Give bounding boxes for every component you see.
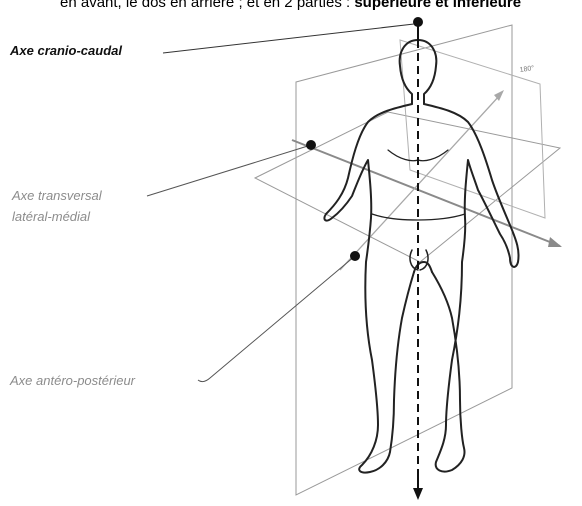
figure-left-side bbox=[324, 104, 414, 473]
cranio-caudal-dot bbox=[413, 17, 423, 27]
antero-posterior-dot bbox=[350, 251, 360, 261]
leader-antero-posterieur bbox=[198, 256, 355, 382]
leader-transversal bbox=[147, 145, 311, 196]
figure-right-side bbox=[424, 104, 519, 472]
leader-cranio-caudal bbox=[163, 24, 414, 53]
cranio-caudal-arrowhead bbox=[413, 488, 423, 500]
transverse-axis-arrowhead bbox=[548, 237, 562, 247]
label-transversal-line1: Axe transversal bbox=[12, 188, 102, 203]
label-transversal-line2: latéral-médial bbox=[12, 209, 90, 224]
small-angle-mark: 180° bbox=[519, 64, 535, 74]
figure-inner-legs bbox=[414, 262, 432, 272]
transverse-axis-line bbox=[292, 140, 560, 246]
label-antero-posterieur: Axe antéro-postérieur bbox=[10, 373, 135, 388]
transversal-dot bbox=[306, 140, 316, 150]
label-cranio-caudal: Axe cranio-caudal bbox=[10, 43, 122, 58]
